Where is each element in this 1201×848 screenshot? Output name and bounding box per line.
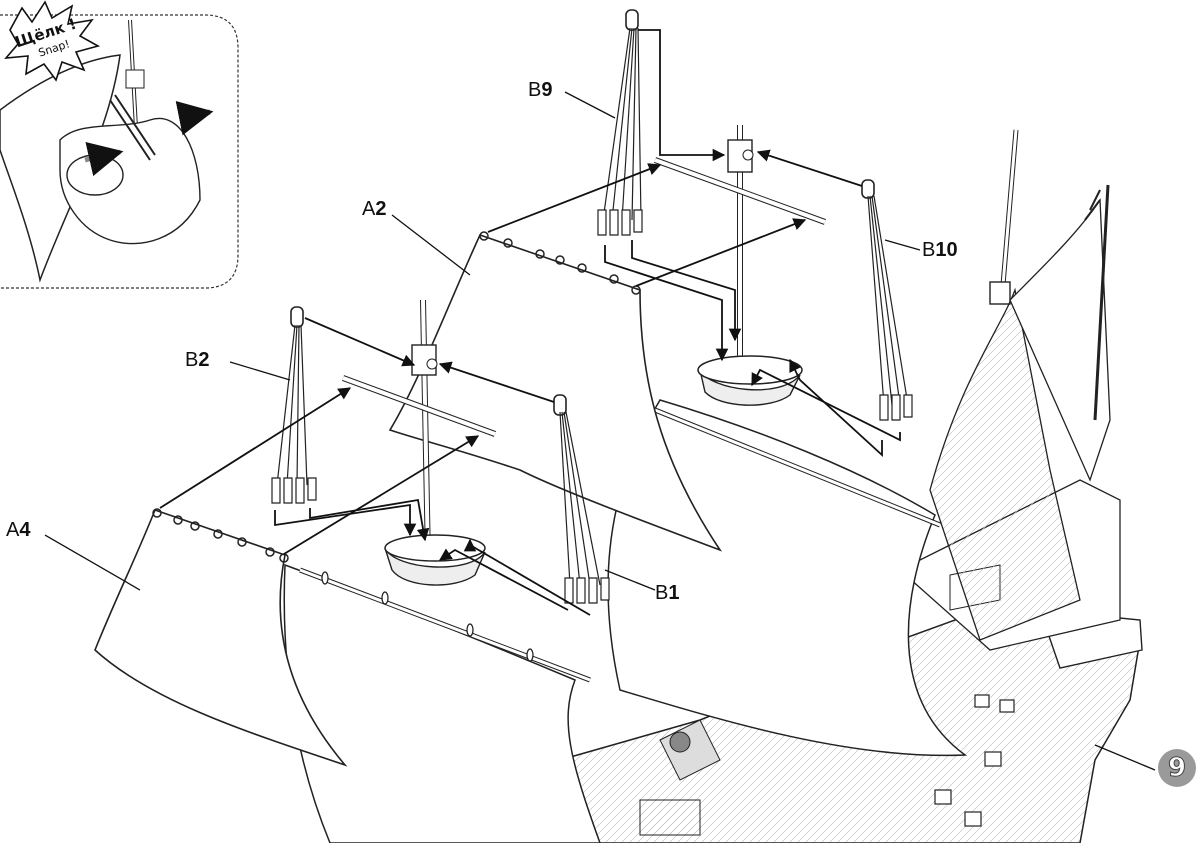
step-number-badge: 9 <box>1158 749 1196 787</box>
sail-a4 <box>94 508 348 767</box>
label-b10: B10 <box>922 239 958 261</box>
main-sail <box>607 399 968 757</box>
shroud-b1 <box>553 394 610 604</box>
label-b1: B1 <box>655 582 680 604</box>
assembly-arrows <box>159 29 901 616</box>
label-b2: B2 <box>185 349 210 371</box>
label-b9: B9 <box>528 79 553 101</box>
leader-lines <box>44 91 1156 771</box>
label-a4: A4 <box>6 519 31 541</box>
sail-a2 <box>388 231 723 552</box>
fore-mast <box>341 299 497 586</box>
label-a2: A2 <box>362 198 387 220</box>
shroud-b2 <box>271 306 317 504</box>
rear-main-mast <box>653 125 827 406</box>
fore-sail <box>283 563 602 844</box>
mizzen-mast <box>929 129 1111 641</box>
shroud-b9 <box>597 9 643 236</box>
inset-detail <box>0 0 239 289</box>
shroud-b10 <box>861 179 913 421</box>
